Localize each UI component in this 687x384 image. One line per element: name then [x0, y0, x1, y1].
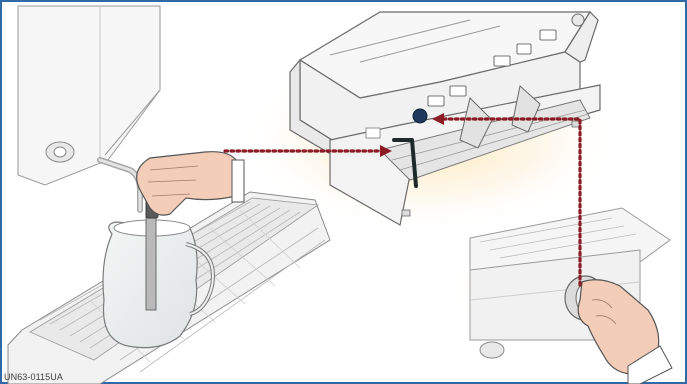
steam-knob-icon: [413, 109, 427, 123]
figure-code: UN63-0115UA: [4, 372, 63, 382]
